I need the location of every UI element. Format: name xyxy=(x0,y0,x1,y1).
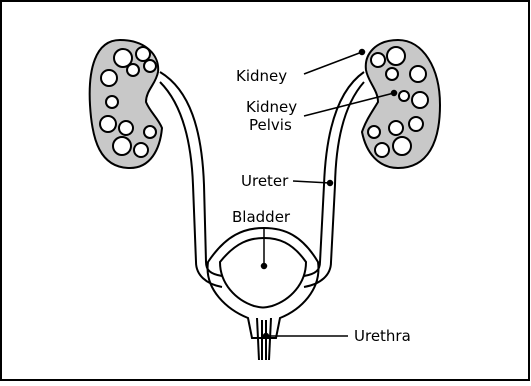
kidney-dot xyxy=(360,50,365,55)
ureter-label: Ureter xyxy=(241,172,289,190)
left-kidney xyxy=(90,40,162,168)
ureter-dot xyxy=(328,181,333,186)
kidney-pelvis-label-line1: Kidney xyxy=(246,98,297,116)
bladder xyxy=(208,228,319,338)
urethra-label: Urethra xyxy=(354,327,411,345)
pelvis-dot xyxy=(392,91,397,96)
kidney-leader xyxy=(304,52,362,74)
bladder-dot xyxy=(262,264,267,269)
bladder-label: Bladder xyxy=(232,208,291,226)
right-kidney xyxy=(362,40,440,168)
kidney-pelvis-label-line2: Pelvis xyxy=(249,116,292,134)
kidney-label: Kidney xyxy=(236,67,287,85)
urethra-dot xyxy=(264,334,269,339)
